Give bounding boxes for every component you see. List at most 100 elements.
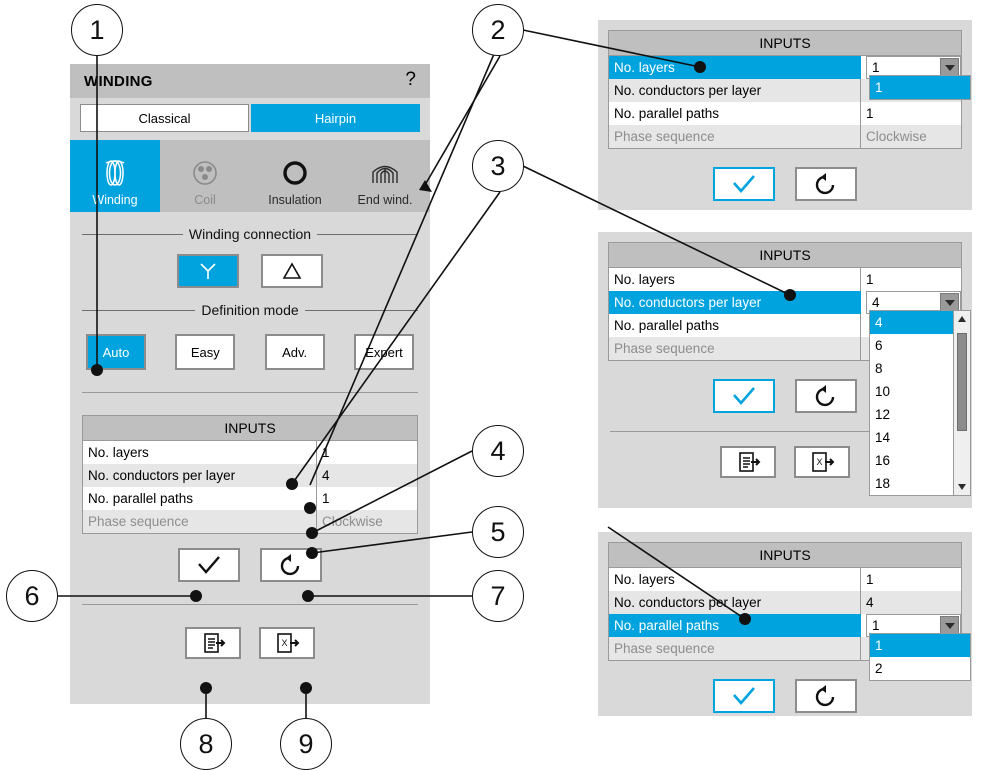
table-row[interactable]: No. parallel paths <box>609 314 961 337</box>
tab-winding[interactable]: Winding <box>70 140 160 212</box>
check-icon <box>733 175 755 193</box>
table-row[interactable]: No. parallel paths 1 <box>609 102 961 125</box>
inputs-header-main: INPUTS <box>83 416 417 441</box>
table-row: Phase sequence Clockwise <box>609 125 961 148</box>
mode-adv-button[interactable]: Adv. <box>264 334 325 370</box>
dropdown-option[interactable]: 2 <box>875 661 883 676</box>
tab-end-wind[interactable]: End wind. <box>340 140 430 212</box>
reset-icon <box>815 685 835 707</box>
combobox-value: 4 <box>872 295 880 310</box>
check-icon <box>198 556 220 574</box>
insulation-icon <box>278 153 312 193</box>
row-value: 4 <box>317 464 417 487</box>
reset-icon <box>280 554 300 576</box>
export-report-icon <box>739 452 761 472</box>
inputs-panel-conductors: INPUTS No. layers 1 No. conductors per l… <box>598 232 972 508</box>
dropdown-option[interactable]: 8 <box>875 361 883 376</box>
table-row-selected[interactable]: No. parallel paths 1 <box>609 614 961 637</box>
export-excel-icon: X <box>277 633 300 653</box>
row-label: Phase sequence <box>609 637 861 660</box>
dropdown-scrollbar[interactable] <box>953 311 970 495</box>
row-value: 4 <box>861 591 961 614</box>
export-report-button[interactable] <box>720 446 776 478</box>
export-row-conductors: X <box>598 446 972 478</box>
confirm-button[interactable] <box>713 379 775 413</box>
confirm-button[interactable] <box>713 167 775 201</box>
dropdown-option[interactable]: 14 <box>875 430 891 445</box>
page-title: WINDING <box>84 72 153 90</box>
tab-insulation-label: Insulation <box>268 193 322 207</box>
layers-dropdown-list[interactable]: 1 <box>869 75 971 100</box>
confirm-button[interactable] <box>713 679 775 713</box>
conductors-dropdown-list[interactable]: 4 6 8 10 12 14 16 18 <box>869 310 971 496</box>
dropdown-option[interactable]: 18 <box>875 476 891 491</box>
dropdown-option[interactable]: 12 <box>875 407 891 422</box>
dropdown-option[interactable]: 16 <box>875 453 891 468</box>
reset-button[interactable] <box>260 548 322 582</box>
export-report-button[interactable] <box>185 627 241 659</box>
paths-dropdown-list[interactable]: 1 2 <box>869 633 971 681</box>
check-icon <box>733 687 755 705</box>
winding-connection-buttons <box>70 254 430 288</box>
export-excel-button[interactable]: X <box>794 446 850 478</box>
row-value: 1 <box>866 272 874 287</box>
tab-coil[interactable]: Coil <box>160 140 250 212</box>
dropdown-option[interactable]: 1 <box>870 76 970 99</box>
mode-auto-button[interactable]: Auto <box>86 334 146 370</box>
winding-connection-group-label: Winding connection <box>82 226 418 242</box>
inputs-panel-layers: INPUTS No. layers 1 No. conductors per l… <box>598 20 972 210</box>
table-row[interactable]: No. conductors per layer 4 <box>83 464 417 487</box>
row-label: No. parallel paths <box>609 614 861 637</box>
mode-expert-button[interactable]: Expert <box>353 334 414 370</box>
segment-classical[interactable]: Classical <box>80 104 249 132</box>
row-label: No. layers <box>83 441 317 464</box>
delta-icon <box>282 262 302 279</box>
combobox-value: 1 <box>872 618 880 633</box>
row-value: Clockwise <box>861 125 961 148</box>
callout-3: 3 <box>472 140 524 192</box>
row-value: Clockwise <box>317 510 417 533</box>
callout-2: 2 <box>472 4 524 56</box>
reset-button[interactable] <box>795 679 857 713</box>
export-report-icon <box>204 633 226 653</box>
definition-mode-group-label: Definition mode <box>82 302 418 318</box>
help-icon[interactable]: ? <box>405 69 416 90</box>
table-row[interactable]: No. conductors per layer 4 <box>609 591 961 614</box>
table-row[interactable]: No. layers 1 <box>83 441 417 464</box>
dropdown-option[interactable]: 4 <box>870 311 970 334</box>
scroll-down-icon[interactable] <box>954 479 970 495</box>
layers-combobox[interactable]: 1 <box>866 56 961 79</box>
table-row[interactable]: No. layers 1 <box>609 268 961 291</box>
row-label: No. conductors per layer <box>609 591 861 614</box>
inputs-panel-paths: INPUTS No. layers 1 No. conductors per l… <box>598 532 972 716</box>
tab-end-wind-label: End wind. <box>357 193 413 207</box>
inputs-table-main: INPUTS No. layers 1 No. conductors per l… <box>82 415 418 534</box>
table-row[interactable]: No. layers 1 <box>609 568 961 591</box>
confirm-button[interactable] <box>178 548 240 582</box>
segment-hairpin[interactable]: Hairpin <box>251 104 420 132</box>
tab-insulation[interactable]: Insulation <box>250 140 340 212</box>
reset-button[interactable] <box>795 379 857 413</box>
dropdown-option[interactable]: 1 <box>870 634 970 657</box>
row-value: 1 <box>866 106 874 121</box>
connection-delta-button[interactable] <box>261 254 323 288</box>
reset-button[interactable] <box>795 167 857 201</box>
dropdown-option[interactable]: 6 <box>875 338 883 353</box>
combobox-value: 1 <box>872 60 880 75</box>
connection-star-button[interactable] <box>177 254 239 288</box>
export-excel-icon: X <box>812 452 835 472</box>
scroll-up-icon[interactable] <box>954 311 970 327</box>
table-row[interactable]: No. parallel paths 1 <box>83 487 417 510</box>
dropdown-option[interactable]: 10 <box>875 384 891 399</box>
callout-1: 1 <box>71 4 123 56</box>
inputs-header-conductors: INPUTS <box>609 243 961 268</box>
mode-easy-button[interactable]: Easy <box>175 334 236 370</box>
confirm-reset-row-paths <box>598 679 972 713</box>
row-value: 1 <box>322 445 330 460</box>
export-excel-button[interactable]: X <box>259 627 315 659</box>
scrollbar-thumb[interactable] <box>957 333 967 431</box>
table-row-selected[interactable]: No. conductors per layer 4 <box>609 291 961 314</box>
row-value: 1 <box>322 491 330 506</box>
row-label: No. conductors per layer <box>83 464 317 487</box>
reset-icon <box>815 385 835 407</box>
